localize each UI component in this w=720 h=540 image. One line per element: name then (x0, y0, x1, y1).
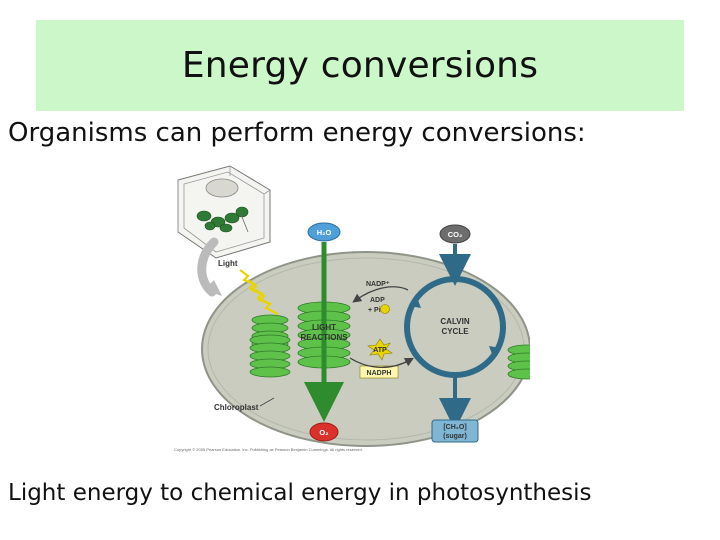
co2-bubble (439, 224, 471, 244)
sugar-label-1: [CH₂O] (443, 424, 466, 431)
atp-badge: ATP (367, 338, 393, 361)
photosynthesis-diagram: Light H (174, 165, 530, 452)
water-bubble (307, 222, 341, 242)
copyright-notice: Copyright © 2005 Pearson Education, Inc.… (174, 447, 363, 452)
calvin-label-1: CALVIN (440, 317, 469, 326)
calvin-label-2: CYCLE (441, 327, 469, 336)
oxygen-label: O₂ (319, 428, 328, 437)
thylakoid-stack-right (507, 344, 530, 380)
co2-label: CO₂ (448, 230, 463, 239)
sugar-label-2: (sugar) (443, 433, 467, 440)
sugar-box (431, 419, 479, 443)
light-reactions-label-1: LIGHT (312, 323, 336, 332)
atp-label: ATP (373, 347, 387, 354)
nadph-box (359, 365, 399, 379)
thylakoid-stack-left (249, 314, 291, 378)
slide-title: Energy conversions (181, 45, 539, 86)
nadph-label: NADPH (367, 370, 392, 377)
caption-text: Light energy to chemical energy in photo… (8, 480, 592, 506)
adp-label: ADP (370, 297, 385, 304)
chloroplast-label: Chloroplast (214, 403, 259, 412)
title-banner: Energy conversions (36, 20, 684, 111)
light-label: Light (218, 259, 238, 268)
chloroplast-body (201, 251, 530, 447)
leaf-cell-illustration (177, 165, 271, 259)
nadp-label: NADP⁺ (366, 281, 390, 288)
oxygen-bubble (309, 422, 339, 442)
intro-text: Organisms can perform energy conversions… (8, 118, 586, 148)
pi-label: + Pi (368, 307, 381, 314)
water-label: H₂O (317, 228, 332, 237)
light-rays (239, 269, 279, 315)
light-reactions-label-2: REACTIONS (300, 333, 348, 342)
